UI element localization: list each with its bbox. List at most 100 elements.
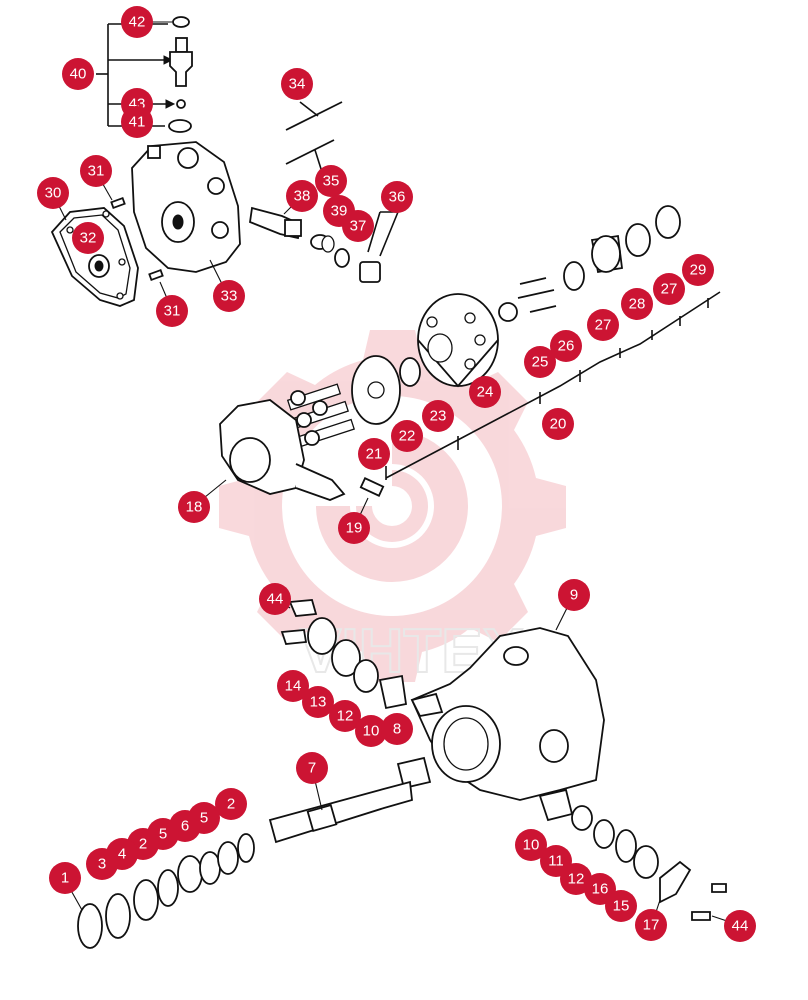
svg-text:10: 10 [523,837,540,854]
callout-8: 8 [381,713,413,745]
svg-text:31: 31 [88,163,105,180]
callout-12b: 12 [560,863,592,895]
svg-text:11: 11 [548,853,564,870]
callout-32: 32 [72,222,104,254]
callout-33: 33 [213,280,245,312]
pump-end-cover [131,141,241,273]
swash-housing [219,399,385,501]
svg-text:33: 33 [221,288,238,305]
svg-text:39: 39 [331,203,348,220]
callout-10a: 10 [355,715,387,747]
callout-31a: 31 [80,155,112,187]
svg-text:16: 16 [592,881,609,898]
callout-21: 21 [358,438,390,470]
svg-text:20: 20 [550,416,567,433]
callout-3: 3 [86,848,118,880]
callout-10b: 10 [515,829,547,861]
svg-text:5: 5 [200,810,208,827]
svg-text:30: 30 [45,185,62,202]
drive-shaft [268,780,413,844]
svg-text:23: 23 [430,408,447,425]
callout-36: 36 [381,181,413,213]
callout-25: 25 [524,346,556,378]
callout-24: 24 [469,376,501,408]
svg-text:31: 31 [164,303,181,320]
callout-2a: 2 [215,788,247,820]
callout-27: 27 [653,273,685,305]
svg-text:2: 2 [139,836,147,853]
callout-31b: 31 [156,295,188,327]
svg-text:17: 17 [643,917,660,934]
svg-text:1: 1 [61,870,69,887]
upper-bearing-stack [280,599,432,790]
svg-text:12: 12 [568,871,585,888]
svg-text:24: 24 [477,384,494,401]
callout-9: 9 [558,579,590,611]
svg-text:44: 44 [732,918,749,935]
svg-text:34: 34 [289,76,306,93]
callout-13: 13 [302,686,334,718]
callout-29: 29 [682,254,714,286]
svg-text:4: 4 [118,846,126,863]
svg-text:22: 22 [399,428,416,445]
callout-44a: 44 [259,583,291,615]
svg-text:12: 12 [337,708,354,725]
svg-text:13: 13 [310,694,327,711]
callout-18: 18 [178,491,210,523]
svg-text:6: 6 [181,818,189,835]
svg-text:8: 8 [393,721,401,738]
svg-text:26: 26 [558,338,575,355]
callout-14: 14 [277,670,309,702]
svg-text:2: 2 [227,796,235,813]
callout-23: 23 [422,400,454,432]
svg-text:44: 44 [267,591,284,608]
svg-text:27: 27 [595,317,612,334]
svg-text:32: 32 [80,230,97,247]
tie-bolts [285,101,343,173]
main-pump-housing [410,627,605,801]
svg-text:40: 40 [70,66,87,83]
callout-28: 28 [621,288,653,320]
svg-text:18: 18 [186,499,203,516]
seal-stack-right [538,788,727,921]
callout-41: 41 [121,106,153,138]
callout-26: 26 [550,330,582,362]
callout-34: 34 [281,68,313,100]
callout-12a: 12 [329,700,361,732]
callout-17: 17 [635,909,667,941]
callout-40: 40 [62,58,94,90]
callout-27b: 27 [587,309,619,341]
callout-20: 20 [542,408,574,440]
seal-stack-left [77,833,255,949]
callout-38: 38 [286,180,318,212]
svg-text:19: 19 [346,520,363,537]
svg-text:41: 41 [129,114,146,131]
svg-text:37: 37 [350,218,367,235]
callout-1: 1 [49,862,81,894]
relief-valve-parts [249,206,399,283]
callout-7: 7 [296,752,328,784]
svg-text:27: 27 [661,281,678,298]
callout-22: 22 [391,420,423,452]
svg-text:9: 9 [570,587,578,604]
rear-cover-gasket [50,207,139,307]
callout-44b: 44 [724,910,756,942]
callout-30: 30 [37,177,69,209]
svg-text:29: 29 [690,262,707,279]
svg-text:28: 28 [629,296,646,313]
svg-text:5: 5 [159,826,167,843]
callout-badges: 42 40 43 41 34 31 35 30 38 39 37 36 32 3… [37,6,756,942]
svg-text:14: 14 [285,678,302,695]
svg-text:7: 7 [308,760,316,777]
svg-text:15: 15 [613,898,630,915]
callout-19: 19 [338,512,370,544]
svg-text:38: 38 [294,188,311,205]
svg-text:10: 10 [363,723,380,740]
rotating-group [286,205,721,480]
svg-text:25: 25 [532,354,549,371]
callout-37: 37 [342,210,374,242]
callout-42: 42 [121,6,153,38]
callout-35: 35 [315,165,347,197]
svg-text:35: 35 [323,173,340,190]
